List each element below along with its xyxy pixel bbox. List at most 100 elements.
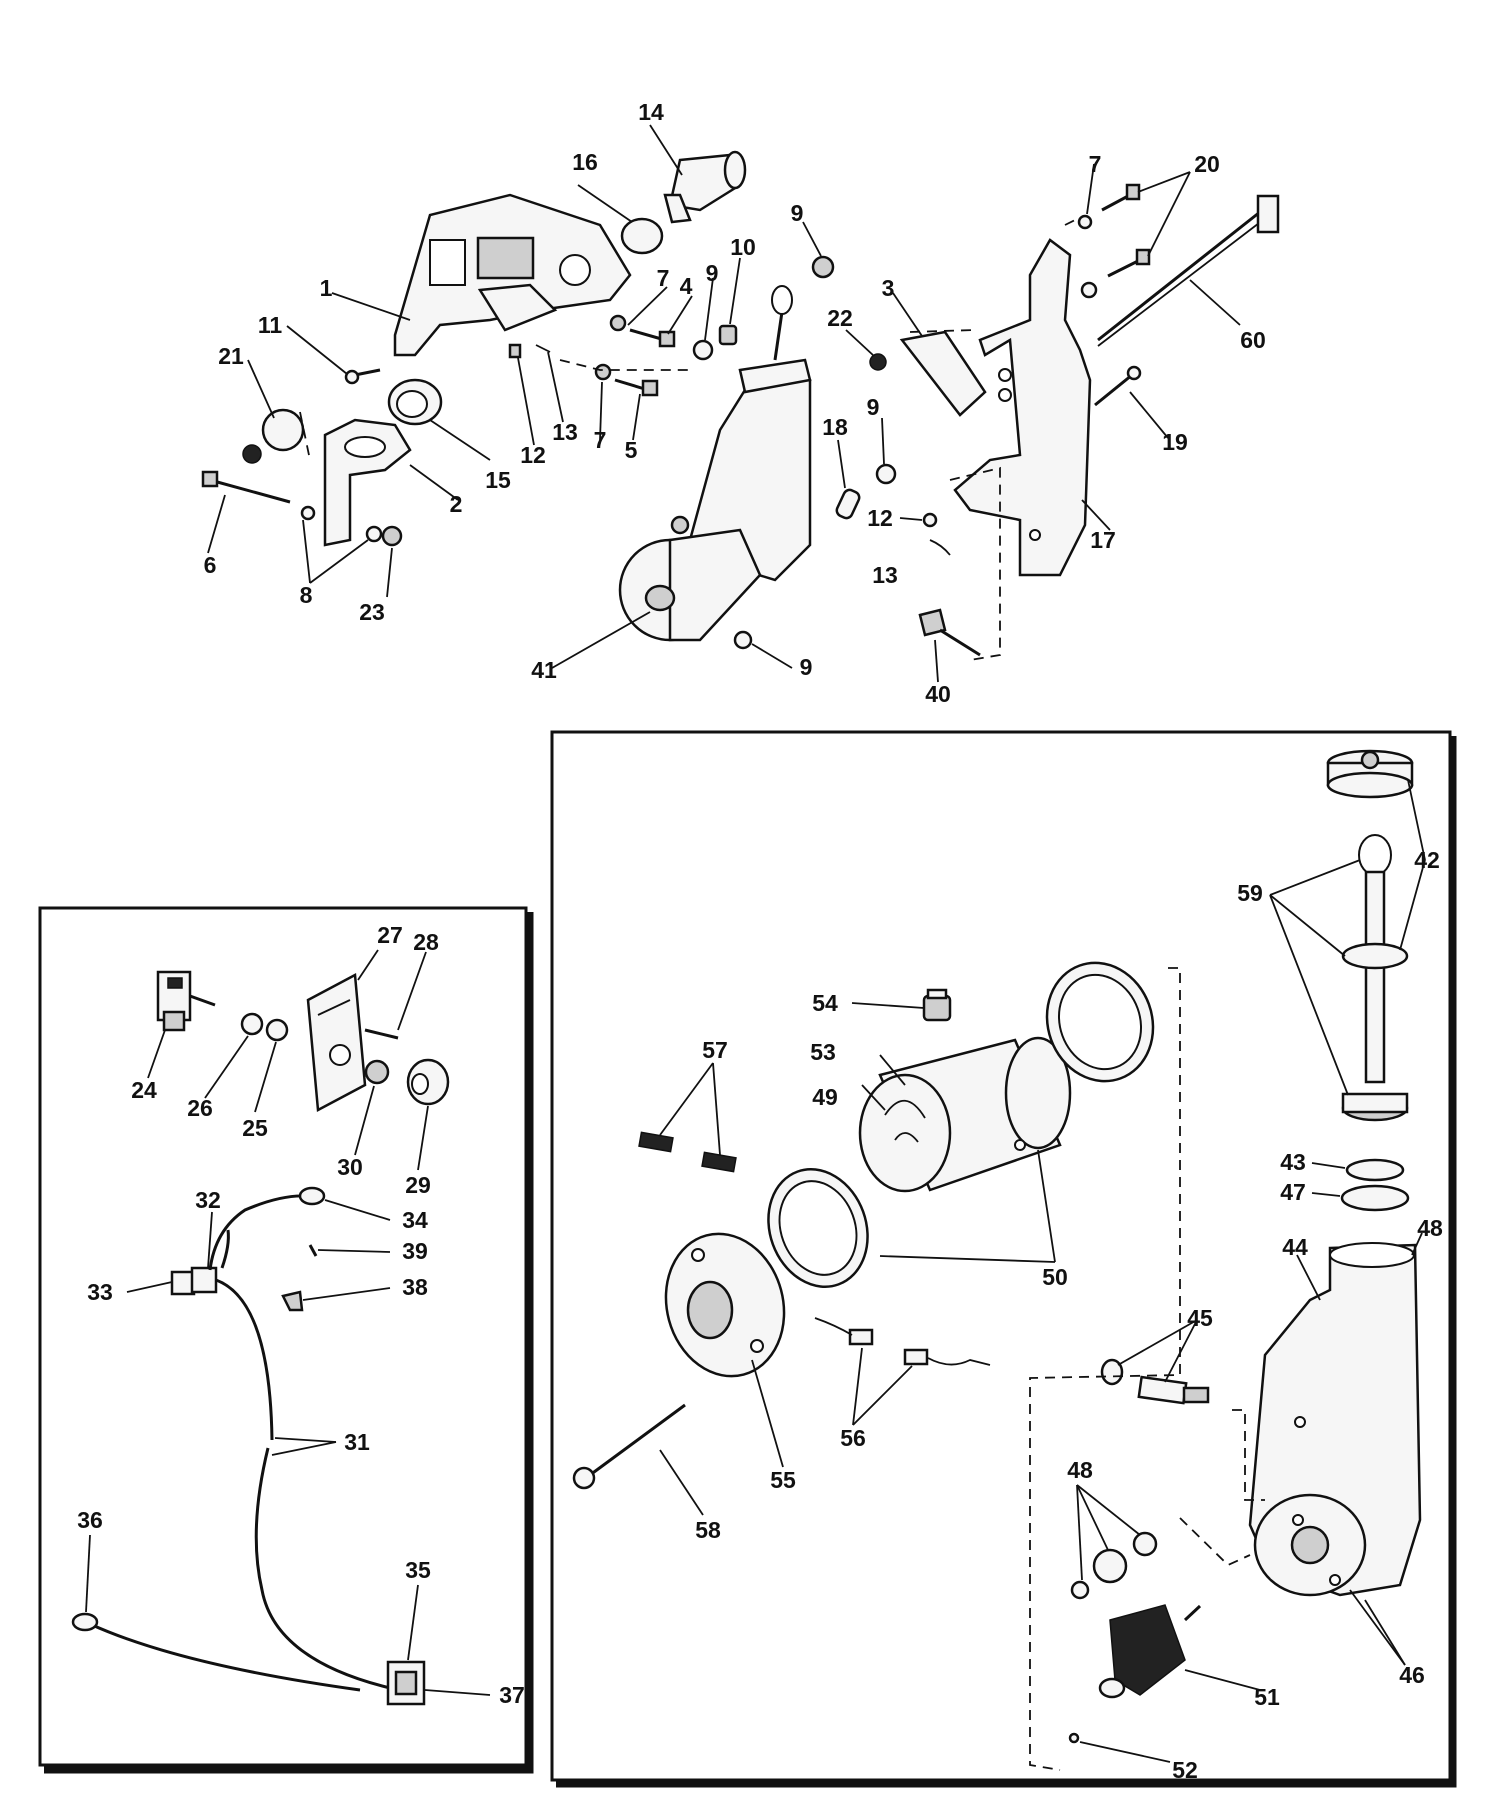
callout-27: 27 xyxy=(377,922,403,948)
callout-37: 37 xyxy=(499,1682,525,1708)
washer-48-a-part xyxy=(1132,1531,1158,1557)
end-cap-55-part xyxy=(664,1232,786,1378)
plate-3-part xyxy=(899,330,987,417)
washer-7-a-part xyxy=(609,314,627,332)
switch-plate-27-part xyxy=(306,973,367,1112)
screw-57-b-part xyxy=(701,1151,737,1173)
toggle-switch-24-part xyxy=(156,970,216,1032)
dash-bolt xyxy=(559,359,690,371)
reservoir-cap-42-part xyxy=(1326,749,1414,799)
callout-30: 30 xyxy=(337,1154,363,1180)
washer-48-b-part xyxy=(1092,1548,1128,1584)
callout-14: 14 xyxy=(638,99,664,125)
pivot-pin-part xyxy=(663,150,747,224)
callout-43: 43 xyxy=(1280,1149,1306,1175)
callout-52: 52 xyxy=(1172,1757,1198,1783)
callout-11: 11 xyxy=(258,312,283,338)
callout-3: 3 xyxy=(882,275,895,301)
washer-9-mid-part xyxy=(692,339,714,361)
nut-21-part xyxy=(242,444,262,464)
dash-washers xyxy=(1179,1517,1251,1567)
washer-7-b-part xyxy=(594,363,612,381)
callout-50: 50 xyxy=(1042,1264,1068,1290)
callout-51: 51 xyxy=(1254,1684,1280,1710)
bushing-10-part xyxy=(718,324,738,346)
callout-36: 36 xyxy=(77,1507,103,1533)
bolt-6-part xyxy=(201,470,291,504)
callout-7-upper: 7 xyxy=(657,265,670,291)
callout-16: 16 xyxy=(572,149,598,175)
callout-21: 21 xyxy=(218,343,244,369)
callout-60: 60 xyxy=(1240,327,1266,353)
valve-45-part xyxy=(1100,1358,1210,1405)
spring-13-right-part xyxy=(929,539,951,556)
callout-45: 45 xyxy=(1187,1305,1213,1331)
gasket-50-b-inner xyxy=(778,1180,858,1276)
callout-55: 55 xyxy=(770,1467,796,1493)
callout-53: 53 xyxy=(810,1039,836,1065)
o-ring-43-part xyxy=(1345,1158,1405,1182)
callout-7-right: 7 xyxy=(1089,151,1102,177)
washer-12-right-part xyxy=(922,512,938,528)
callout-46: 46 xyxy=(1399,1662,1425,1688)
ring-terminal-34-part xyxy=(298,1186,326,1206)
washer-8-b-part xyxy=(365,525,383,543)
callout-29: 29 xyxy=(405,1172,431,1198)
callout-9-bottom: 9 xyxy=(800,654,813,680)
dash-valve xyxy=(1232,1409,1265,1501)
callout-25: 25 xyxy=(242,1115,268,1141)
washer-48-c-part xyxy=(1070,1580,1090,1600)
callout-18: 18 xyxy=(822,414,848,440)
callout-39: 39 xyxy=(402,1238,428,1264)
callout-5: 5 xyxy=(625,437,638,463)
armature-51-part xyxy=(1098,1604,1202,1699)
nut-26-part xyxy=(240,1012,264,1036)
pump-housing-44-part xyxy=(1248,1242,1422,1597)
callout-58: 58 xyxy=(695,1517,721,1543)
wiring-harness-frame xyxy=(38,906,534,1774)
washer-9-top-part xyxy=(811,255,835,279)
leader-lines xyxy=(85,124,1426,1763)
clamp-38-part xyxy=(281,1290,304,1312)
callout-12-right: 12 xyxy=(867,505,893,531)
washer-8-a-part xyxy=(300,505,316,521)
upper-bracket-part xyxy=(393,193,632,357)
callout-35: 35 xyxy=(405,1557,431,1583)
connector-33-part xyxy=(170,1266,218,1296)
nut-22-part xyxy=(869,353,887,371)
nut-30-part xyxy=(364,1059,390,1085)
callout-2: 2 xyxy=(450,491,463,517)
washer-9-low-part xyxy=(733,630,753,650)
o-ring-16-part xyxy=(620,217,664,255)
callout-47: 47 xyxy=(1280,1179,1306,1205)
tilt-rod-60-part xyxy=(1097,194,1280,347)
callout-34: 34 xyxy=(402,1207,428,1233)
piston-rod-59-part xyxy=(1341,834,1409,1122)
screw-40-part xyxy=(918,608,981,657)
callout-6: 6 xyxy=(204,552,217,578)
pin-11-part xyxy=(344,368,381,385)
dash-plate xyxy=(909,329,976,333)
screw-57-a-part xyxy=(638,1131,674,1153)
callout-12-left: 12 xyxy=(520,442,546,468)
callout-38: 38 xyxy=(402,1274,428,1300)
callout-22: 22 xyxy=(827,305,853,331)
callout-13-left: 13 xyxy=(552,419,578,445)
ring-terminal-36-part xyxy=(71,1612,99,1632)
callout-9-top: 9 xyxy=(791,200,804,226)
dash-right-main xyxy=(1029,967,1181,1771)
washer-21-part xyxy=(261,408,305,452)
bolt-20-a-part xyxy=(1101,183,1141,212)
pin-18-part xyxy=(835,488,861,520)
brushes-56-part xyxy=(814,1317,991,1366)
through-bolt-58-part xyxy=(572,1403,686,1490)
knob-28-part xyxy=(406,1058,450,1106)
dash-bracket-40 xyxy=(949,466,1001,661)
callout-59: 59 xyxy=(1237,880,1263,906)
callout-7-lower: 7 xyxy=(594,427,607,453)
bushing-15-part xyxy=(387,378,443,426)
o-ring-47-part xyxy=(1340,1184,1410,1212)
lever-arm-part xyxy=(323,418,412,547)
nut-23-part xyxy=(381,525,403,547)
washer-7-right-part xyxy=(1077,214,1093,230)
